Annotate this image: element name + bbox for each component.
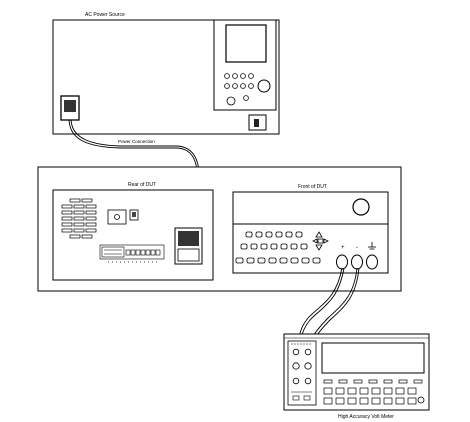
meter-key[interactable] (383, 387, 393, 395)
minus-terminal-label: - (356, 245, 358, 251)
vent-grille (61, 198, 97, 239)
ac-power-source-label: AC Power Source (85, 12, 125, 18)
rear-screw-icon (114, 214, 120, 220)
front-key[interactable] (257, 257, 266, 264)
rear-of-dut-label: Rear of DUT (128, 182, 156, 188)
front-key[interactable] (246, 257, 255, 264)
meter-terminal[interactable] (292, 348, 300, 356)
meter-key[interactable] (368, 379, 378, 384)
front-key[interactable] (312, 257, 321, 264)
front-key[interactable] (235, 257, 244, 264)
front-key[interactable] (295, 231, 303, 238)
meter-key[interactable] (407, 387, 417, 395)
meter-key[interactable] (383, 379, 393, 384)
ac-key[interactable] (243, 95, 249, 101)
meter-power-button[interactable] (417, 396, 425, 404)
ac-rotary-knob[interactable] (257, 79, 271, 93)
front-key[interactable] (285, 231, 293, 238)
ac-output-socket-face (64, 100, 76, 112)
dut: Rear of DUT (37, 166, 402, 292)
meter-terminal[interactable] (304, 348, 312, 356)
meter-key[interactable] (338, 379, 348, 384)
front-key[interactable] (265, 231, 273, 238)
meter-key[interactable] (395, 387, 405, 395)
meter-key[interactable] (323, 397, 333, 405)
meter-key[interactable] (383, 397, 393, 405)
front-key[interactable] (301, 257, 310, 264)
meter-key[interactable] (359, 387, 369, 395)
ac-power-switch-rocker (254, 119, 259, 127)
front-key[interactable] (300, 243, 308, 250)
rear-fuse-holder (177, 248, 200, 262)
ac-key[interactable] (240, 73, 246, 79)
meter-key[interactable] (347, 387, 357, 395)
meter-key[interactable] (323, 379, 333, 384)
front-key[interactable] (290, 257, 299, 264)
ac-power-source: AC Power Source (52, 12, 280, 135)
meter-terminal[interactable] (292, 377, 300, 385)
meter-key[interactable] (395, 397, 405, 405)
meter-key[interactable] (398, 379, 408, 384)
ac-keypad (224, 73, 254, 106)
front-key[interactable] (290, 243, 298, 250)
plus-terminal[interactable] (336, 254, 348, 270)
ac-key[interactable] (248, 83, 254, 89)
meter-input-terminals (292, 348, 312, 385)
meter-key[interactable] (359, 397, 369, 405)
ac-key[interactable] (232, 73, 238, 79)
front-key[interactable] (255, 231, 263, 238)
meter-terminal-lo[interactable] (304, 362, 312, 370)
ac-key[interactable] (224, 83, 230, 89)
front-key[interactable] (260, 243, 268, 250)
meter-key[interactable] (353, 379, 363, 384)
meter-key[interactable] (413, 379, 423, 384)
meter-terminal[interactable] (304, 377, 312, 385)
ac-button-large[interactable] (226, 96, 236, 106)
front-key[interactable] (250, 243, 258, 250)
power-connection-label: Power Connection (118, 139, 155, 144)
rear-ac-inlet-socket (178, 231, 199, 246)
ac-key[interactable] (224, 73, 230, 79)
meter-display (321, 342, 425, 374)
front-rotary-knob[interactable] (352, 198, 370, 216)
front-key[interactable] (280, 243, 288, 250)
ac-key[interactable] (240, 83, 246, 89)
meter-keypad (323, 379, 423, 405)
meter-key[interactable] (371, 397, 381, 405)
front-key[interactable] (279, 257, 288, 264)
volt-meter-label: High Accuracy Volt Meter (338, 414, 394, 420)
ac-key[interactable] (232, 83, 238, 89)
meter-key[interactable] (407, 397, 417, 405)
front-key[interactable] (240, 243, 248, 250)
meter-input-panel (287, 340, 317, 406)
plus-terminal-label: + (341, 245, 345, 251)
front-key[interactable] (275, 231, 283, 238)
minus-terminal[interactable] (351, 254, 363, 270)
meter-key[interactable] (335, 397, 345, 405)
meter-key[interactable] (323, 387, 333, 395)
volt-meter: High Accuracy Volt Meter (283, 333, 430, 420)
meter-key[interactable] (371, 387, 381, 395)
front-key[interactable] (270, 243, 278, 250)
ac-display-screen (225, 24, 267, 63)
ground-symbol-icon (368, 242, 376, 250)
front-key[interactable] (245, 231, 253, 238)
terminal-block (99, 244, 165, 263)
meter-terminal-hi[interactable] (292, 362, 300, 370)
meter-key[interactable] (347, 397, 357, 405)
ac-front-panel (213, 19, 277, 111)
front-of-dut-label: Front of DUT (298, 184, 327, 190)
ac-key[interactable] (248, 73, 254, 79)
front-key[interactable] (268, 257, 277, 264)
ground-terminal[interactable] (366, 254, 378, 270)
front-keypad (235, 231, 321, 264)
meter-key[interactable] (335, 387, 345, 395)
terminal-label-plate (101, 246, 125, 258)
arrow-keypad-icon[interactable] (312, 231, 329, 251)
